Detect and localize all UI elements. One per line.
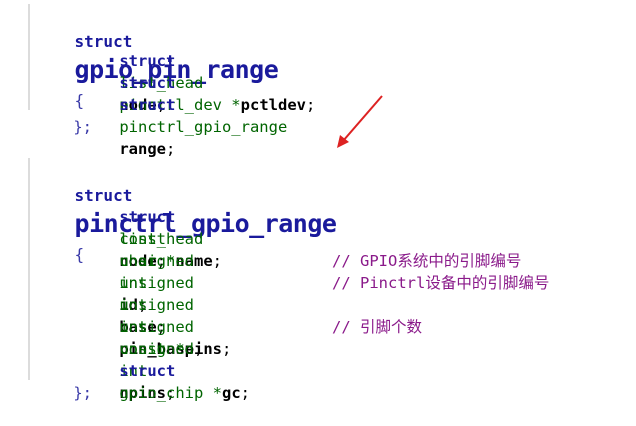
field-prefix: struct — [119, 74, 176, 92]
field-name: pin_base — [119, 340, 194, 358]
field-name: range — [119, 140, 166, 158]
open-brace: { — [74, 91, 85, 110]
field-name: node — [119, 96, 157, 114]
field-name: pins — [184, 340, 222, 358]
field-line: const char *name; — [119, 230, 222, 270]
field-type: pinctrl_dev * — [119, 96, 241, 114]
field-prefix: unsigned — [119, 340, 194, 358]
field-prefix: unsigned — [119, 318, 194, 336]
field-prefix: struct — [119, 208, 176, 226]
open-brace: { — [74, 245, 85, 264]
reference-arrow — [337, 95, 383, 148]
struct-name: pinctrl_gpio_range — [74, 209, 337, 238]
field-name: gc — [221, 384, 241, 402]
struct-name: gpio_pin_range — [74, 55, 279, 84]
field-type: int — [119, 362, 148, 380]
field-line: struct gpio_chip *gc; — [119, 362, 250, 402]
field-type: list_head — [119, 230, 204, 248]
fold-gutter — [28, 4, 30, 110]
field-prefix: const — [119, 230, 166, 248]
field-line: unsigned const *pins; — [119, 318, 232, 358]
code-comment: // 引脚个数 — [332, 318, 422, 336]
struct-header: struct pinctrl_gpio_range { — [36, 154, 337, 297]
field-prefix: struct — [119, 96, 176, 114]
field-name: npins — [119, 384, 166, 402]
field-type: int — [119, 318, 148, 336]
code-comment: // GPIO系统中的引脚编号 — [332, 252, 522, 270]
field-line: unsigned int pin_base; — [119, 296, 204, 358]
struct-keyword: struct — [74, 186, 133, 205]
field-prefix: struct — [119, 362, 176, 380]
struct-keyword: struct — [74, 32, 133, 51]
code-comment: // Pinctrl设备中的引脚编号 — [332, 274, 550, 292]
field-type: const * — [119, 340, 185, 358]
field-line: struct pinctrl_dev *pctldev; — [119, 74, 316, 114]
fold-gutter — [28, 158, 30, 380]
field-name: name — [175, 252, 213, 270]
field-type: gpio_chip * — [119, 384, 222, 402]
field-line: struct list_head node; — [119, 208, 204, 270]
field-type: pinctrl_gpio_range — [119, 118, 288, 136]
field-name: node — [119, 252, 157, 270]
field-line: unsigned int id; — [119, 252, 194, 314]
field-type: list_head — [119, 74, 204, 92]
field-prefix: unsigned — [119, 296, 194, 314]
field-type: int — [119, 296, 148, 314]
field-line: struct list_head node; — [119, 52, 204, 114]
field-name: id — [119, 296, 138, 314]
struct-header: struct gpio_pin_range { — [36, 0, 279, 143]
close-brace: }; — [73, 384, 92, 402]
field-type: char * — [119, 252, 176, 270]
field-prefix: unsigned — [119, 274, 194, 292]
field-name: base — [119, 318, 157, 336]
field-line: struct pinctrl_gpio_range range; — [119, 96, 288, 158]
field-name: pctldev — [240, 96, 306, 114]
field-line: unsigned int npins; — [119, 340, 194, 402]
field-type: int — [119, 274, 148, 292]
field-line: unsigned int base; — [119, 274, 194, 336]
field-prefix: struct — [119, 52, 176, 70]
field-prefix: unsigned — [119, 252, 194, 270]
close-brace: }; — [73, 118, 92, 136]
